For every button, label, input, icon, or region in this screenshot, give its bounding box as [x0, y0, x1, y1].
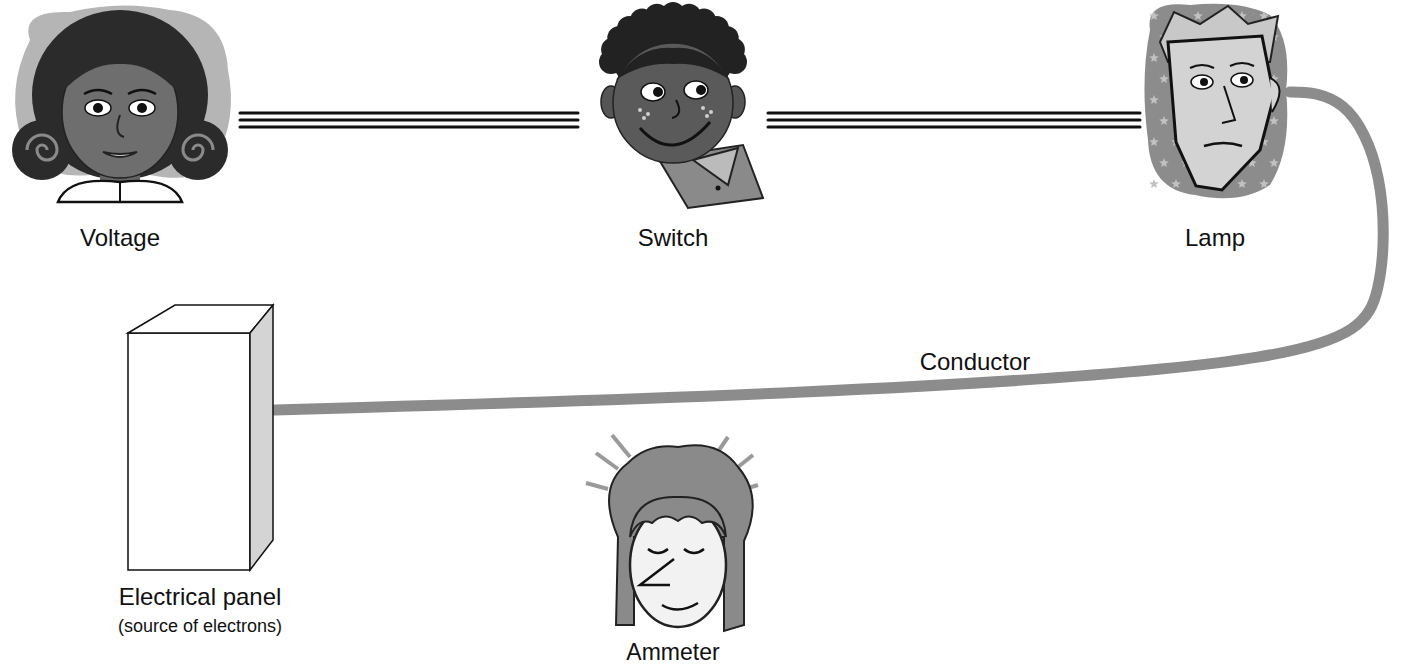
star-blob [1144, 4, 1287, 199]
pupil [1240, 76, 1248, 84]
ear [1270, 78, 1280, 112]
freckle [638, 108, 642, 112]
wire-strand [240, 119, 578, 122]
face [613, 43, 733, 163]
hair [609, 445, 753, 631]
pupil [93, 103, 103, 113]
eyebrow [128, 90, 156, 94]
curl-spiral [27, 135, 57, 160]
node-label: Electrical panel [119, 585, 282, 609]
star [1259, 179, 1269, 188]
star [1159, 158, 1169, 167]
freckle [709, 110, 713, 114]
eye [684, 81, 708, 99]
pupil [696, 85, 706, 95]
nose [672, 100, 679, 118]
star [1149, 95, 1159, 104]
freckle [646, 112, 650, 116]
wire-strand [768, 119, 1140, 122]
star [1171, 179, 1181, 188]
voltage-character: Voltage [0, 0, 240, 265]
wire-strand [768, 126, 1140, 129]
pupil [653, 87, 663, 97]
eye [641, 83, 665, 101]
star [1159, 116, 1169, 125]
node-label: Lamp [1185, 226, 1245, 250]
node-label: Ammeter [626, 641, 719, 664]
panel-side [250, 305, 273, 570]
bangs [62, 38, 178, 92]
smile [640, 122, 710, 145]
ammeter-character: Ammeter [578, 425, 768, 669]
surprise-line [586, 483, 608, 489]
closed-eye [684, 549, 704, 553]
mouth [1204, 143, 1242, 146]
star [1149, 137, 1159, 146]
star [1237, 179, 1247, 188]
eye [1191, 75, 1213, 89]
pupil [137, 103, 147, 113]
illustration [578, 425, 778, 637]
freckle [701, 106, 705, 110]
panel-front [128, 333, 250, 570]
surprise-line [612, 435, 630, 457]
wire-strand [240, 126, 578, 129]
star [1269, 116, 1279, 125]
eyebrow [84, 90, 112, 94]
wire-label: Conductor [920, 350, 1031, 374]
node-label: Switch [638, 226, 709, 250]
eyebrow [1230, 63, 1254, 66]
wire-strand [240, 112, 578, 115]
illustration [0, 0, 240, 215]
collar-split [119, 182, 121, 202]
freckle [642, 116, 646, 120]
switch-character: Switch [578, 0, 768, 265]
hair-curl [168, 120, 228, 180]
star [1269, 158, 1279, 167]
collar [58, 181, 182, 202]
eyebrow [1190, 65, 1214, 68]
node-label: Voltage [80, 226, 160, 250]
curl-spiral [183, 135, 213, 160]
shirt-button [716, 186, 721, 191]
panel-top [128, 305, 273, 333]
star [1149, 53, 1159, 62]
hair-curl [723, 50, 747, 74]
star [1193, 11, 1203, 20]
hairline [616, 48, 730, 80]
mouth [103, 152, 137, 157]
pupil [1200, 78, 1208, 86]
illustration [1140, 0, 1290, 215]
eye [1231, 73, 1253, 87]
freckle [705, 114, 709, 118]
triple-wire [768, 113, 1140, 127]
star [1149, 179, 1159, 188]
triple-wire [240, 113, 578, 127]
nose [640, 559, 674, 585]
star [1149, 11, 1159, 20]
nose [117, 115, 124, 137]
illustration [578, 0, 768, 215]
illustration [80, 300, 275, 575]
electrical-panel: Electrical panel(source of electrons) [80, 300, 275, 645]
face [1168, 36, 1274, 190]
lamp-character: Lamp [1140, 0, 1290, 265]
hair-curl [12, 120, 72, 180]
bangs [630, 497, 726, 537]
closed-eye [648, 549, 668, 553]
nose [1222, 86, 1235, 123]
eye [129, 100, 155, 116]
smile [662, 603, 698, 610]
eye [85, 100, 111, 116]
wire-strand [768, 112, 1140, 115]
node-sublabel: (source of electrons) [118, 617, 282, 635]
surprise-line [596, 453, 618, 469]
star [1159, 74, 1169, 83]
